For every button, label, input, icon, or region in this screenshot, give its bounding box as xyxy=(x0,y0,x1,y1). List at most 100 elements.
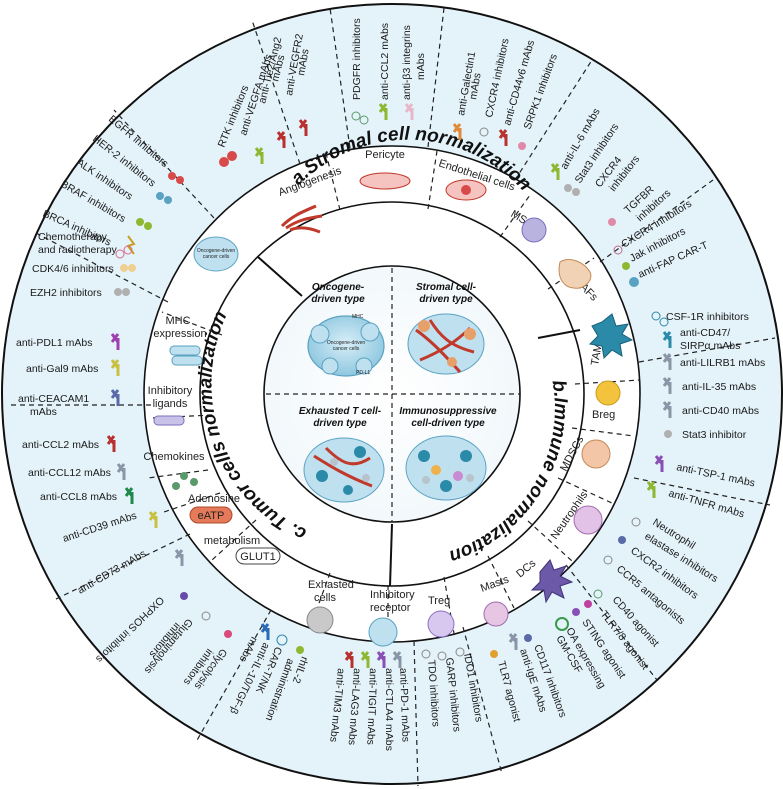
label-chemo-2: and radiotherapy xyxy=(38,244,118,256)
tumor-cell-label-2: cancer cells xyxy=(203,254,230,260)
oncogene-tumor-illustration: Oncogene-driven cancer cells MHC PD-L1 xyxy=(307,314,385,377)
title-dividers xyxy=(257,256,581,587)
label-ctla4: anti-CTLA4 mAbs xyxy=(383,668,395,751)
section-chemokines: Chemokines xyxy=(143,451,205,463)
label-vegfr2-2: mAbs xyxy=(295,48,311,77)
endothelial-drug-icons xyxy=(452,123,526,150)
label-tigit: anti-TIGIT mAbs xyxy=(364,668,379,745)
label-cdk46: CDK4/6 inhibitors xyxy=(32,263,114,275)
section-treg: Treg xyxy=(428,595,450,607)
treg-drug-icons xyxy=(421,647,465,661)
quad-immuno-2: cell-driven type xyxy=(411,418,485,429)
mast-icon xyxy=(483,601,509,627)
label-pdl1: anti-PDL1 mAbs xyxy=(16,337,92,349)
chemokine-drug-icons xyxy=(106,435,134,504)
breg-drug-icons xyxy=(662,377,672,438)
label-lilrb1: anti-LILRB1 mAbs xyxy=(680,357,765,369)
tumor-cell-label-1: Oncogene-driven xyxy=(197,248,236,254)
label-pdgfr: PDGFR inhibitors xyxy=(351,18,363,100)
section-breg: Breg xyxy=(592,409,615,421)
label-csf1r: CSF-1R inhibitors xyxy=(666,311,749,323)
label-ezh2: EZH2 inhibitors xyxy=(30,287,102,299)
label-b3-1: anti-β3 integrins xyxy=(401,25,413,100)
label-lag3: anti-LAG3 mAbs xyxy=(346,668,363,746)
quad-oncogene-2: driven type xyxy=(311,294,365,305)
msc-icon xyxy=(521,217,547,243)
section-inhibitory-ligands-1: Inhibitory xyxy=(148,385,193,397)
glut1-text: GLUT1 xyxy=(240,551,275,563)
angiogenesis-icon xyxy=(280,204,323,234)
center-cell-text-1: Oncogene-driven xyxy=(327,340,366,346)
label-cd47-2: SIRPα mAbs xyxy=(680,340,740,352)
dc-icon xyxy=(530,559,574,604)
section-mhc-2: expression xyxy=(153,328,206,340)
metabolism-drug-icons xyxy=(180,592,232,638)
stromal-tumor-illustration xyxy=(407,313,485,375)
center-mark-mhc: MHC xyxy=(352,314,364,320)
pericyte-icon xyxy=(359,172,411,190)
breg-icon xyxy=(595,380,621,406)
glut1-badge xyxy=(235,547,281,565)
label-ccl2: anti-CCL2 mAbs xyxy=(22,439,99,451)
inhibitory-ligand-icon xyxy=(153,415,185,426)
mhc-drug-icons xyxy=(114,235,136,296)
chemokine-icon xyxy=(172,472,198,490)
exhausted-tumor-illustration xyxy=(303,437,385,503)
receptor-drug-icons xyxy=(344,651,402,668)
treg-icon xyxy=(427,610,455,638)
section-pericyte: Pericyte xyxy=(365,149,405,161)
immunosuppressive-tumor-illustration xyxy=(405,435,487,501)
quad-exhausted-1: Exhausted T cell- xyxy=(299,406,382,417)
adenosine-drug-icons xyxy=(148,511,184,566)
caf-drug-icons xyxy=(608,218,639,287)
section-exhausted-2: cells xyxy=(314,592,337,604)
neutrophil-icon xyxy=(573,505,603,535)
tumor-dividers xyxy=(147,469,221,513)
label-tdo: TDO inhibitors xyxy=(425,659,442,727)
ligand-drug-icons xyxy=(110,333,120,406)
exhausted-cell-icon xyxy=(306,606,334,634)
center-mark-pdl1: PD-L1 xyxy=(356,370,370,376)
pericyte-drug-icons xyxy=(351,103,414,125)
caf-icon xyxy=(558,259,592,289)
middle-dividers xyxy=(149,150,641,643)
mdsc-drug-icons xyxy=(646,455,664,498)
oncogene-drug-icons xyxy=(115,172,184,259)
section-inhibitory-ligands-2: ligands xyxy=(153,398,188,410)
label-galectin-2: mAbs xyxy=(467,72,483,101)
label-ceacam1-2: mAbs xyxy=(30,406,57,418)
neutrophil-drug-icons xyxy=(603,517,641,565)
tam-icon xyxy=(588,313,634,360)
mdsc-icon xyxy=(581,439,611,469)
center-cell-text-2: cancer cells xyxy=(333,346,360,352)
mast-drug-icons xyxy=(490,633,532,658)
tam-drug-icons xyxy=(651,311,672,370)
label-ccl2-mabs: anti-CCL2 mAbs xyxy=(379,23,391,100)
label-gal9: anti-Gal9 mAbs xyxy=(26,363,98,375)
eatp-text: eATP xyxy=(198,510,225,522)
endothelial-nucleus-icon xyxy=(461,185,471,195)
quad-stromal-1: Stromal cell- xyxy=(416,282,477,293)
section-adenosine: Adenosine xyxy=(188,493,240,505)
quad-immuno-1: Immunosuppressive xyxy=(399,406,497,417)
center-quadrants xyxy=(266,268,520,522)
label-stat3-b: Stat3 inhibitor xyxy=(682,429,747,441)
section-metabolism: metabolism xyxy=(204,535,260,547)
quad-stromal-2: driven type xyxy=(419,294,473,305)
dc-drug-icons xyxy=(555,589,603,631)
section-inhibitory-receptor-2: receptor xyxy=(370,602,411,614)
exhausted-drug-icons xyxy=(260,623,304,654)
label-ccl12: anti-CCL12 mAbs xyxy=(28,467,111,479)
inhibitory-receptor-icon xyxy=(368,617,398,647)
label-pd1: anti-PD-1 mAbs xyxy=(397,668,412,742)
eatp-badge xyxy=(189,506,233,524)
msc-drug-icons xyxy=(550,163,580,196)
label-ccl8: anti-CCL8 mAbs xyxy=(40,491,117,503)
quad-exhausted-2: driven type xyxy=(313,418,367,429)
outer-dividers xyxy=(8,7,776,787)
section-inhibitory-receptor-1: Inhibitory xyxy=(370,589,415,601)
label-cd40: anti-CD40 mAbs xyxy=(682,405,759,417)
label-ceacam1-1: anti-CEACAM1 xyxy=(18,393,89,405)
